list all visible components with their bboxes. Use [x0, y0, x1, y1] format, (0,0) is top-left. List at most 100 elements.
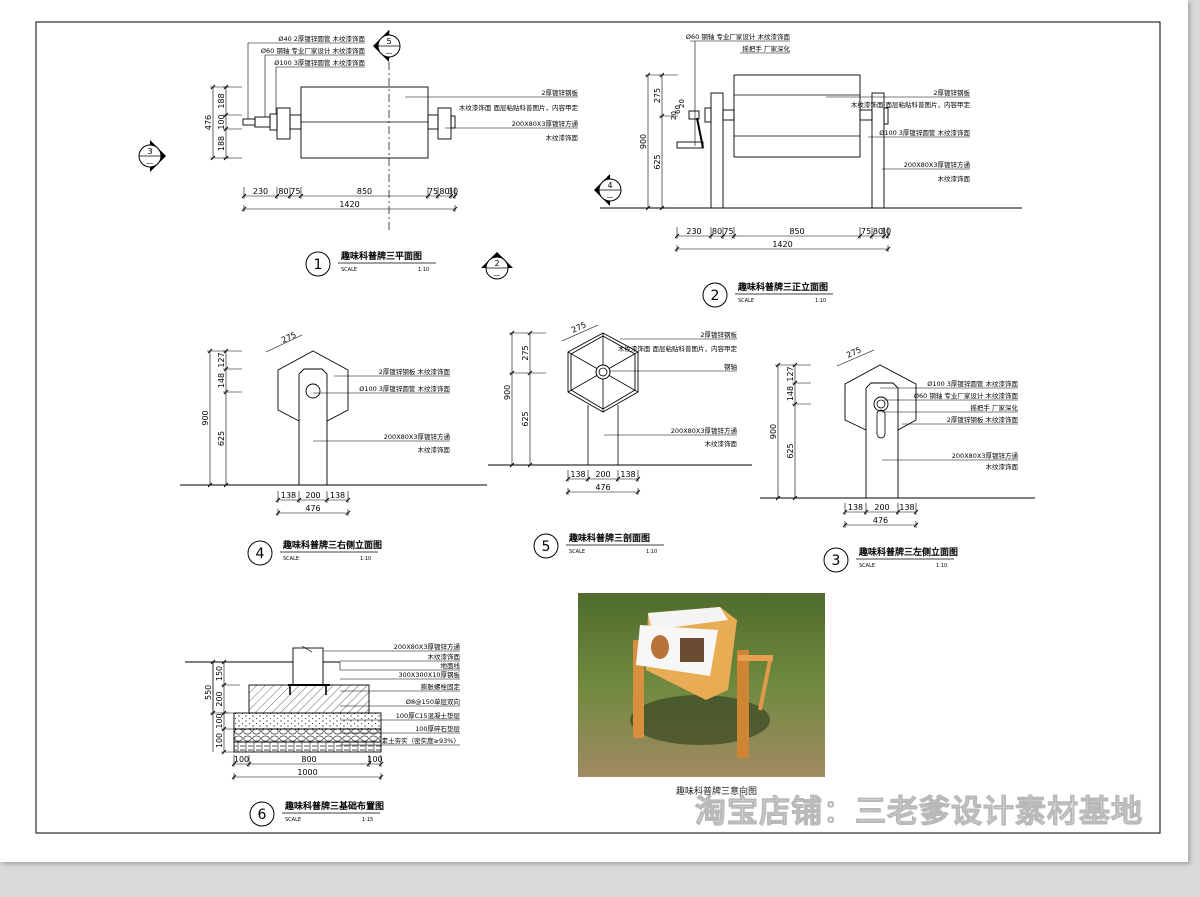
side-dim-label: 275: [280, 330, 298, 345]
sleeve: [289, 114, 302, 130]
annotation: 木纹漆饰面 面层粘贴科普图片，内容甲定: [459, 103, 579, 112]
shaft-circle: [876, 399, 886, 409]
section-marker-sub: —: [607, 193, 614, 201]
left-dim-tick: [913, 522, 919, 528]
left-dim-label: 138: [899, 503, 914, 512]
section-vdim-tick: [509, 370, 515, 376]
axle-circle: [305, 383, 321, 399]
annotation: 木纹漆饰面: [705, 439, 738, 448]
annotation: 200X80X3厚镀锌方通: [512, 119, 579, 128]
left-post: [710, 92, 724, 209]
annotation: 木纹漆饰面: [986, 462, 1019, 471]
side-dim-label: 275: [570, 320, 588, 335]
right-vdim-label: 127: [217, 352, 226, 367]
crank-dim-label: 20: [678, 99, 686, 108]
left-dim-tick: [842, 522, 848, 528]
annotation: 木纹漆饰面 面层粘贴科普图片，内容甲定: [618, 344, 738, 353]
axle-inner: [598, 367, 608, 377]
front-vdim-tick: [645, 205, 651, 211]
plan-dim-tick: [452, 193, 458, 199]
left-dim-tick: [895, 509, 901, 515]
gravel-layer: [233, 728, 382, 743]
left-vdim-label: 127: [786, 366, 795, 381]
plan-dim-tick: [298, 193, 304, 199]
annotation: 2厚镀锌钢板 木纹漆饰面: [379, 367, 451, 376]
found-dim-tick: [231, 774, 237, 780]
view-number: 1: [314, 257, 323, 273]
plan-dim-total-label: 1420: [339, 200, 359, 209]
found-vdim-label: 100: [215, 713, 224, 728]
view-number-circle: [305, 251, 331, 277]
found-vdim-tick: [221, 710, 227, 716]
front-dim-label: 75: [723, 227, 733, 236]
section-dim-tick: [635, 476, 641, 482]
photo-image-bread: [651, 635, 669, 659]
right-dim-label: 138: [281, 491, 296, 500]
front-dim-tick: [674, 246, 680, 252]
crank-handle: [676, 141, 704, 149]
plan-vdim-tick: [223, 155, 229, 161]
plan-dim-label: 850: [357, 187, 372, 196]
annotation: 2厚镀锌钢板: [541, 88, 578, 97]
annotation: 200X80X3厚镀锌方通: [671, 426, 738, 435]
section-vdim-tick: [527, 462, 533, 468]
section-vdim-tick: [509, 462, 515, 468]
front-vdim-label: 625: [653, 154, 662, 169]
found-dim-tick: [246, 761, 252, 767]
left-dim-tick: [842, 509, 848, 515]
found-dim-tick: [378, 761, 384, 767]
plan-dim-label: 75: [428, 187, 438, 196]
found-vdim-label: 150: [215, 666, 224, 681]
break-line: [301, 645, 313, 653]
annotation: 100厚碎石垫层: [415, 724, 460, 733]
annotation: 木纹漆饰面: [428, 652, 461, 661]
annotation: Ø100 3厚镀锌圆管 木纹漆饰面: [879, 128, 970, 137]
view-number: 4: [256, 546, 265, 562]
found-dim-tick: [231, 761, 237, 767]
view-title: 趣味科普牌三平面图: [340, 250, 422, 262]
photo-post-right: [737, 650, 749, 758]
view-number-circle: [823, 547, 849, 573]
scale-label: SCALE: [569, 549, 585, 555]
section-marker-sub: —: [386, 49, 393, 57]
plan-dim-tick: [287, 193, 293, 199]
right-vdim-label: 148: [217, 373, 226, 388]
front-dim-label: 850: [789, 227, 804, 236]
plan-vdim-tick: [223, 84, 229, 90]
front-dim-tick: [731, 233, 737, 239]
view-title: 趣味科普牌三右侧立面图: [282, 539, 382, 551]
section-dim-label: 200: [595, 470, 610, 479]
plan-dim-label: 80: [278, 187, 288, 196]
view-number: 5: [542, 539, 551, 555]
annotation: 200X80X3厚镀锌方通: [384, 432, 451, 441]
scale-label: SCALE: [738, 298, 754, 304]
photo-image-people: [680, 638, 704, 662]
front-dim-tick: [885, 246, 891, 252]
section-marker-sub: —: [494, 271, 501, 279]
section-dim-tick: [565, 476, 571, 482]
scale-value: 1:10: [815, 298, 826, 304]
section-dim-label: 138: [570, 470, 585, 479]
side-dim-label: 275: [845, 345, 863, 360]
annotation: 素土夯实（密实度≥93%）: [382, 736, 460, 745]
found-dim-label: 100: [367, 755, 382, 764]
right-dim-tick: [345, 497, 351, 503]
annotation: 200X80X3厚镀锌方通: [904, 160, 971, 169]
section-marker-number: 3: [147, 147, 152, 156]
view-title: 趣味科普牌三正立面图: [737, 281, 828, 293]
scale-label: SCALE: [283, 556, 299, 562]
found-vdim-label: 200: [215, 691, 224, 706]
view-number-circle: [533, 533, 559, 559]
section-dim-tick: [565, 489, 571, 495]
found-dim-tick: [366, 761, 372, 767]
section-dim-total-label: 476: [595, 483, 610, 492]
scale-label: SCALE: [285, 817, 301, 823]
front-dim-tick: [857, 233, 863, 239]
plan-vdim-label: 100: [217, 114, 226, 129]
right-vdim-label: 625: [217, 431, 226, 446]
found-vdim-tick: [221, 659, 227, 665]
view-number-circle: [247, 540, 273, 566]
view-number: 6: [258, 807, 267, 823]
plan-vdim-tick: [210, 155, 216, 161]
end-cap: [883, 107, 889, 125]
